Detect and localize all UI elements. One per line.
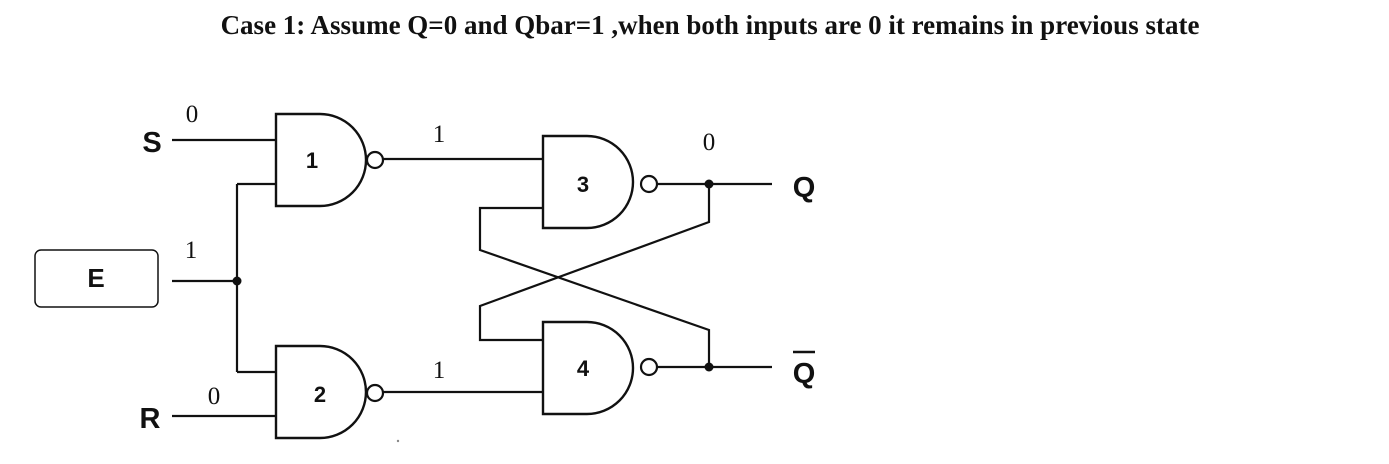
gate2-inversion-bubble xyxy=(365,383,385,403)
gate1-output-value: 1 xyxy=(433,121,446,148)
nand-gate-4 xyxy=(541,320,635,416)
r-value: 0 xyxy=(208,383,221,410)
nand-gate-2 xyxy=(274,344,368,440)
s-input-label: S xyxy=(142,127,161,159)
gate3-label: 3 xyxy=(577,172,589,197)
gate1-inversion-bubble xyxy=(365,150,385,170)
enable-input-box[interactable] xyxy=(34,249,159,308)
gate4-label: 4 xyxy=(577,356,590,381)
gate3-inversion-bubble xyxy=(639,174,659,194)
enable-junction-dot xyxy=(232,276,242,286)
nand-gate-3 xyxy=(541,134,635,230)
r-input-label: R xyxy=(140,403,161,435)
s-value: 0 xyxy=(186,101,199,128)
enable-label: E xyxy=(87,263,104,293)
q-feedback-wire xyxy=(478,184,711,342)
q-value: 0 xyxy=(703,129,716,156)
nand-gate-1 xyxy=(274,112,368,208)
page-title: Case 1: Assume Q=0 and Qbar=1 ,when both… xyxy=(220,10,1200,40)
gate4-inversion-bubble xyxy=(639,357,659,377)
qbar-feedback-wire xyxy=(478,206,711,367)
qbar-output-label: Q xyxy=(793,358,816,390)
stray-mark xyxy=(396,439,400,443)
q-output-label: Q xyxy=(793,172,816,204)
e-value: 1 xyxy=(185,237,198,264)
gate2-output-value: 1 xyxy=(433,357,446,384)
gate1-label: 1 xyxy=(306,148,318,173)
gate2-label: 2 xyxy=(314,382,326,407)
